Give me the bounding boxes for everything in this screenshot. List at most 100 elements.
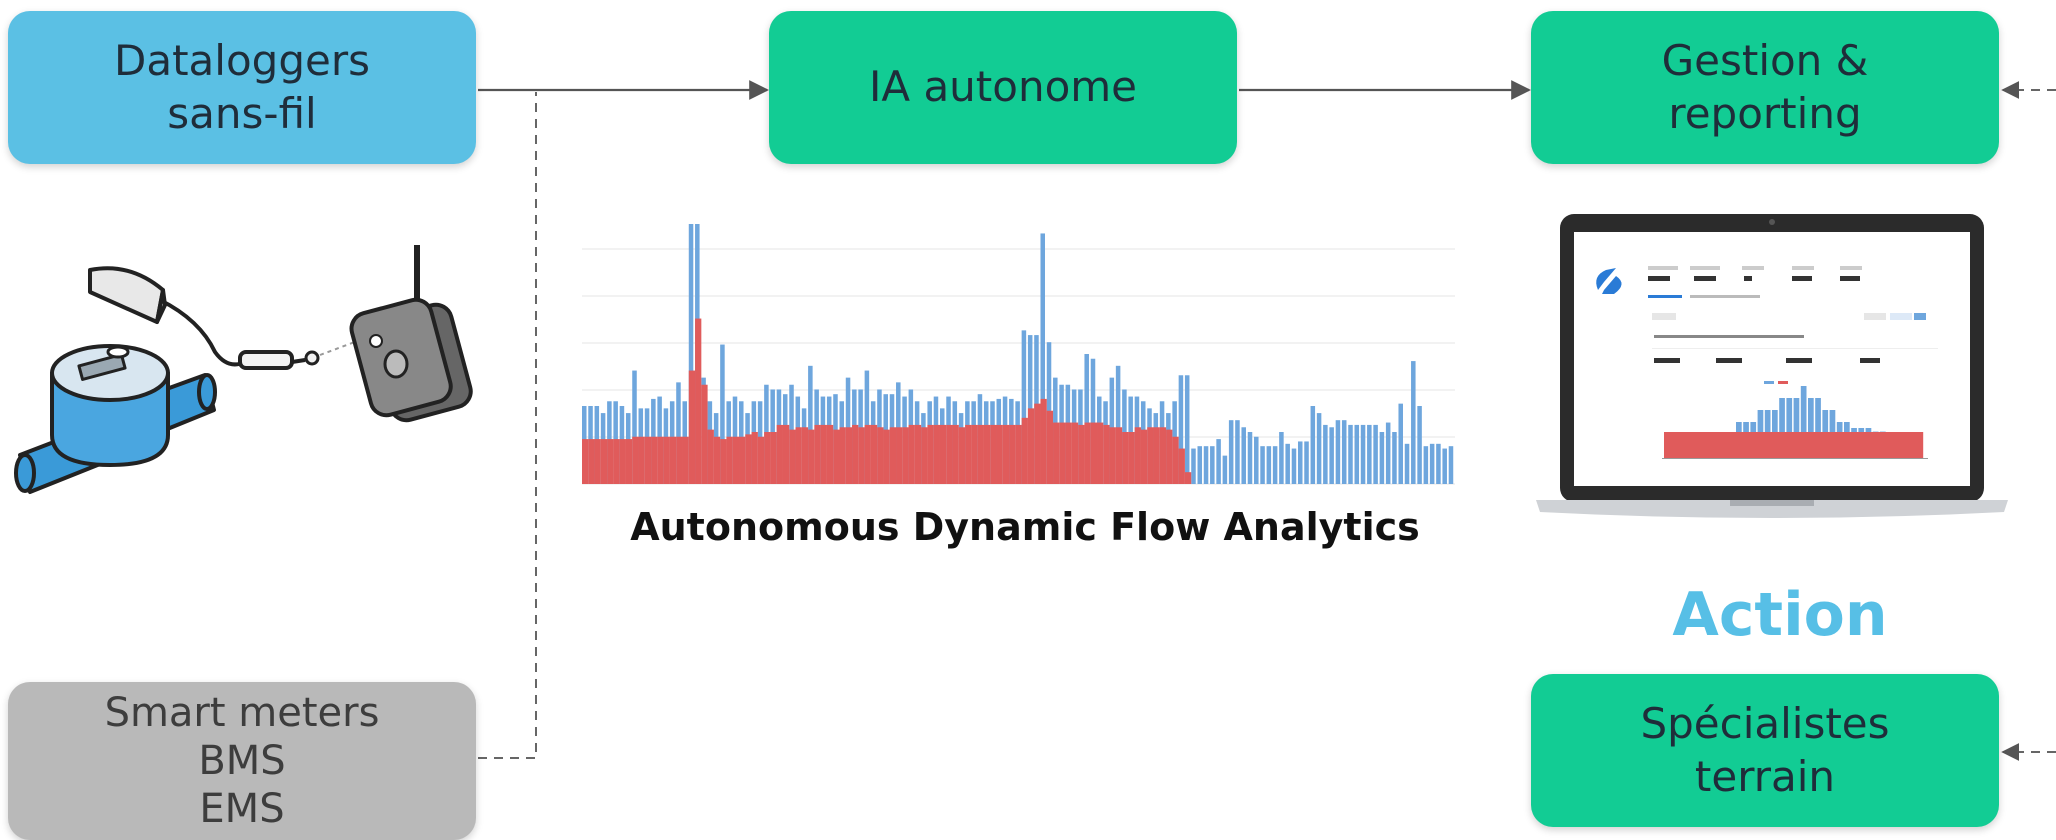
chart-bar-blue [1241, 427, 1246, 484]
chart-bar-red [713, 436, 721, 484]
chart-bar-red [1059, 422, 1066, 484]
chart-bar-blue [1417, 406, 1422, 484]
chart-bar-blue [1436, 443, 1441, 484]
node-label: IA autonome [868, 62, 1138, 112]
chart-bar-red [669, 436, 677, 484]
chart-bar-red [921, 427, 928, 484]
chart-bar-red [808, 429, 815, 484]
chart-bar-blue [1228, 420, 1234, 484]
chart-bar-red [757, 436, 765, 484]
chart-bar-red [707, 429, 714, 484]
node-label: Spécialistes terrain [1640, 699, 1890, 801]
mini-chart-bar [1786, 398, 1793, 458]
chart-bar-red [720, 439, 727, 484]
chart-bar-red [644, 436, 652, 484]
mini-chart-bar [1800, 386, 1807, 458]
chart-bar-red [820, 424, 827, 484]
chart-bar-red [1178, 448, 1185, 484]
chart-bar-blue [1404, 443, 1410, 484]
chart-bar-blue [1360, 424, 1366, 484]
chart-bar-blue [1379, 432, 1385, 484]
chart-bar-red [745, 434, 752, 484]
chart-bar-blue [1411, 361, 1416, 484]
chart-bar-red [625, 439, 633, 484]
chart-bar-blue [1247, 432, 1253, 484]
chart-bar-blue [1178, 375, 1184, 484]
chart-bar-red [952, 424, 959, 484]
chart-bar-red [1040, 398, 1047, 484]
chart-bar-red [958, 427, 966, 484]
chart-bar-blue [1423, 446, 1429, 484]
chart-bar-red [845, 427, 853, 484]
chart-bar-red [801, 427, 809, 484]
chart-bar-red [1002, 424, 1010, 484]
chart-bar-blue [1373, 424, 1378, 484]
chart-bar-red [1184, 472, 1192, 484]
node-specialistes-terrain: Spécialistes terrain [1531, 674, 1999, 827]
chart-bar-red [877, 427, 884, 484]
chart-bar-blue [1385, 422, 1391, 484]
chart-bar-red [695, 318, 702, 484]
chart-bar-blue [676, 382, 681, 484]
node-label: Dataloggers sans-fil [114, 36, 370, 138]
chart-bar-red [607, 439, 614, 484]
chart-bar-blue [1254, 436, 1259, 484]
chart-bar-blue [1398, 403, 1403, 484]
chart-bar-blue [1429, 443, 1435, 484]
chart-bar-red [864, 424, 871, 484]
chart-bar-red [751, 432, 758, 484]
chart-bar-blue [1354, 424, 1360, 484]
chart-bar-red [795, 427, 802, 484]
mini-chart-red-area [1664, 432, 1924, 458]
chart-bar-blue [720, 344, 725, 484]
chart-bar-red [889, 427, 897, 484]
chart-bar-blue [1260, 446, 1265, 484]
chart-bar-blue [1367, 424, 1372, 484]
chart-caption: Autonomous Dynamic Flow Analytics [630, 505, 1420, 549]
dashboard-screenshot [1596, 266, 1938, 459]
chart-bar-red [914, 424, 922, 484]
chart-bar-blue [1341, 420, 1347, 484]
chart-bar-blue [1297, 441, 1303, 484]
node-ia-autonome: IA autonome [769, 11, 1237, 164]
chart-bar-blue [1279, 432, 1284, 484]
chart-bar-red [726, 436, 733, 484]
chart-bar-red [1097, 422, 1104, 484]
probe-sensor-icon [88, 266, 320, 370]
chart-bar-red [1103, 424, 1110, 484]
chart-bar-blue [1222, 455, 1228, 484]
chart-bar-red [613, 439, 620, 484]
chart-bar-blue [1266, 446, 1272, 484]
chart-bar-red [1046, 410, 1054, 484]
chart-bar-red [632, 436, 639, 484]
action-label: Action [1672, 580, 1888, 650]
chart-bar-blue [1210, 446, 1215, 484]
node-label: Smart meters BMS EMS [104, 690, 380, 832]
chart-bar-red [814, 424, 821, 484]
chart-bar-red [965, 424, 972, 484]
chart-bar-red [651, 436, 658, 484]
chart-bars [582, 224, 1454, 484]
chart-bar-red [939, 424, 947, 484]
chart-bar-blue [1323, 424, 1328, 484]
chart-bar-blue [1040, 233, 1045, 484]
chart-bar-red [896, 427, 903, 484]
chart-bar-red [676, 436, 683, 484]
chart-bar-blue [1392, 432, 1397, 484]
chart-bar-red [1090, 422, 1098, 484]
chart-bar-red [826, 424, 834, 484]
chart-bar-red [600, 439, 608, 484]
chart-bar-red [908, 424, 915, 484]
node-smart-meters: Smart meters BMS EMS [8, 682, 476, 840]
chart-bar-blue [1115, 365, 1121, 484]
chart-bar-blue [1184, 375, 1190, 484]
chart-bar-red [1122, 432, 1129, 484]
chart-bar-red [663, 436, 670, 484]
chart-bar-red [852, 424, 859, 484]
chart-bar-red [1078, 424, 1085, 484]
chart-bar-blue [1272, 446, 1278, 484]
chart-bar-red [971, 424, 978, 484]
